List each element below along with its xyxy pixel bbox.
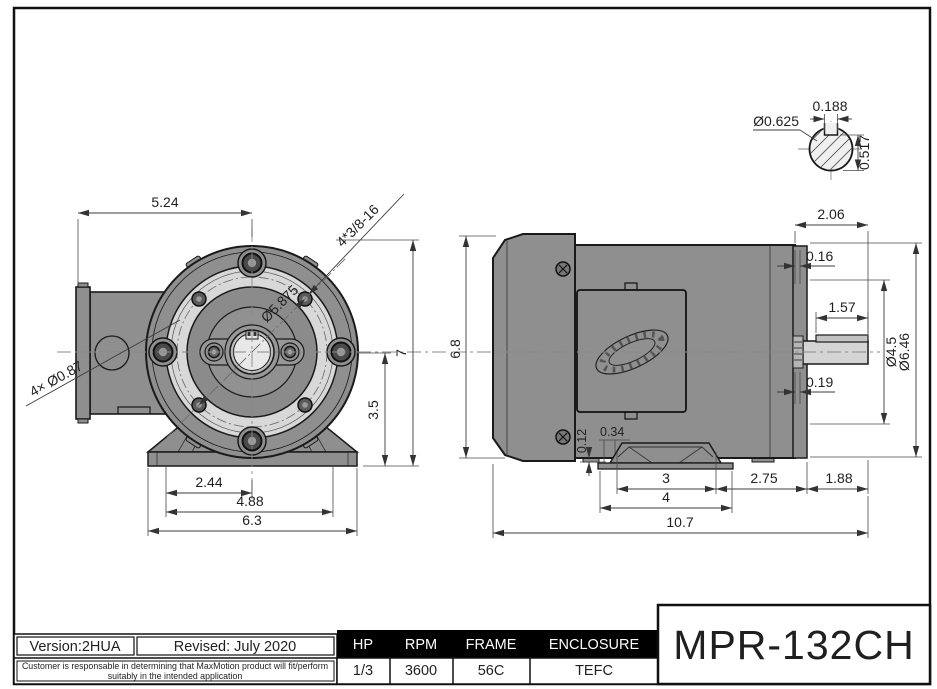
spec-header-rpm: RPM bbox=[405, 637, 437, 653]
title-block: Version:2HUA Revised: July 2020 Customer… bbox=[13, 603, 932, 686]
disclaimer-line2: suitably in the intended application bbox=[108, 671, 243, 681]
spec-header-hp: HP bbox=[353, 637, 373, 653]
model-box bbox=[656, 603, 932, 686]
dim-flange-dia: Ø6.46 bbox=[896, 333, 912, 371]
dim-shaft-extension: 2.06 bbox=[817, 206, 844, 222]
conduit-hole bbox=[94, 335, 130, 371]
dim-base-width: 6.3 bbox=[242, 512, 262, 528]
dim-overall-length: 10.7 bbox=[666, 514, 693, 530]
shaft-section-view: Ø0.625 0.188 0.517 bbox=[753, 98, 872, 180]
dim-foot-span: 4.88 bbox=[236, 493, 263, 509]
dim-rabbet-dia: Ø4.5 bbox=[883, 337, 899, 368]
spec-value-hp: 1/3 bbox=[353, 663, 373, 679]
dim-key-width: 0.188 bbox=[812, 98, 847, 114]
spec-header-frame: FRAME bbox=[466, 637, 517, 653]
dim-shaft-bottom: 1.88 bbox=[825, 470, 852, 486]
dim-body-height: 6.8 bbox=[447, 339, 463, 359]
spec-header-band bbox=[337, 630, 658, 658]
shaft-side bbox=[802, 340, 869, 365]
dim-pad-height: 0.12 bbox=[575, 429, 589, 453]
dim-step-bottom: 0.19 bbox=[806, 374, 833, 390]
spec-value-frame: 56C bbox=[478, 663, 505, 679]
dim-width-top: 5.24 bbox=[151, 194, 178, 210]
dim-overall-height: 7 bbox=[393, 349, 409, 357]
dim-foot-base: 4 bbox=[662, 489, 670, 505]
shaft-key bbox=[815, 334, 869, 343]
dim-key-depth: 0.517 bbox=[856, 135, 872, 170]
foot-side bbox=[608, 442, 723, 464]
version-label: Version:2HUA bbox=[29, 639, 120, 655]
dim-foot-to-flange: 2.75 bbox=[750, 470, 777, 486]
dim-step-top: 0.16 bbox=[806, 248, 833, 264]
spec-value-enclosure: TEFC bbox=[575, 663, 613, 679]
spec-value-rpm: 3600 bbox=[405, 663, 437, 679]
spec-header-enclosure: ENCLOSURE bbox=[549, 637, 640, 653]
disclaimer-line1: Customer is responsable in determining t… bbox=[22, 661, 328, 671]
model-number: MPR-132CH bbox=[673, 622, 914, 668]
dim-shaft-height: 3.5 bbox=[365, 400, 381, 420]
revised-label: Revised: July 2020 bbox=[174, 639, 297, 655]
dim-shaft-diameter: Ø0.625 bbox=[753, 113, 799, 129]
dim-foot-center: 2.44 bbox=[195, 474, 222, 490]
motor-front-view: Ø5.875 4*3/8-16 4× Ø0.87 5.24 7 3.5 2.44… bbox=[25, 193, 448, 536]
dim-foot-top: 3 bbox=[662, 470, 670, 486]
dim-key-length: 1.57 bbox=[828, 299, 855, 315]
dim-foot-offset: 0.34 bbox=[600, 425, 624, 439]
motor-side-view: 6.8 0.12 0.34 3 2.75 1.88 4 10.7 bbox=[447, 206, 922, 538]
fan-cover bbox=[492, 233, 576, 462]
